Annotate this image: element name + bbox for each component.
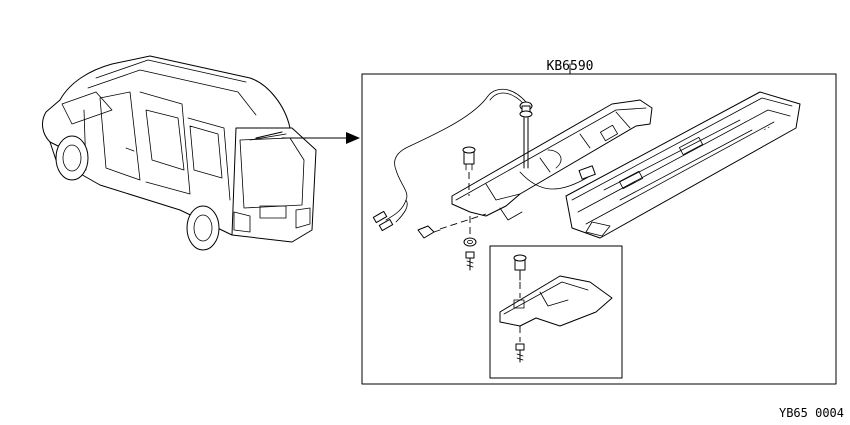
washer bbox=[463, 237, 477, 247]
part-label: KB6590 bbox=[547, 59, 594, 74]
clip bbox=[462, 146, 476, 171]
pointer-arrow bbox=[281, 132, 360, 144]
grommet bbox=[519, 101, 533, 118]
screw bbox=[417, 225, 441, 239]
reference-code: YB65 0004 bbox=[779, 406, 844, 420]
harness-connector bbox=[578, 165, 596, 180]
wiring-harness bbox=[372, 88, 596, 232]
high-mount-stop-lamp: -- bbox=[565, 91, 801, 239]
lamp-bracket bbox=[451, 99, 653, 221]
bracket-detail-inset bbox=[489, 245, 623, 379]
svg-text:--: -- bbox=[761, 123, 772, 134]
bolt bbox=[465, 251, 475, 271]
van-illustration bbox=[42, 55, 317, 251]
assembly-frame bbox=[361, 73, 837, 385]
